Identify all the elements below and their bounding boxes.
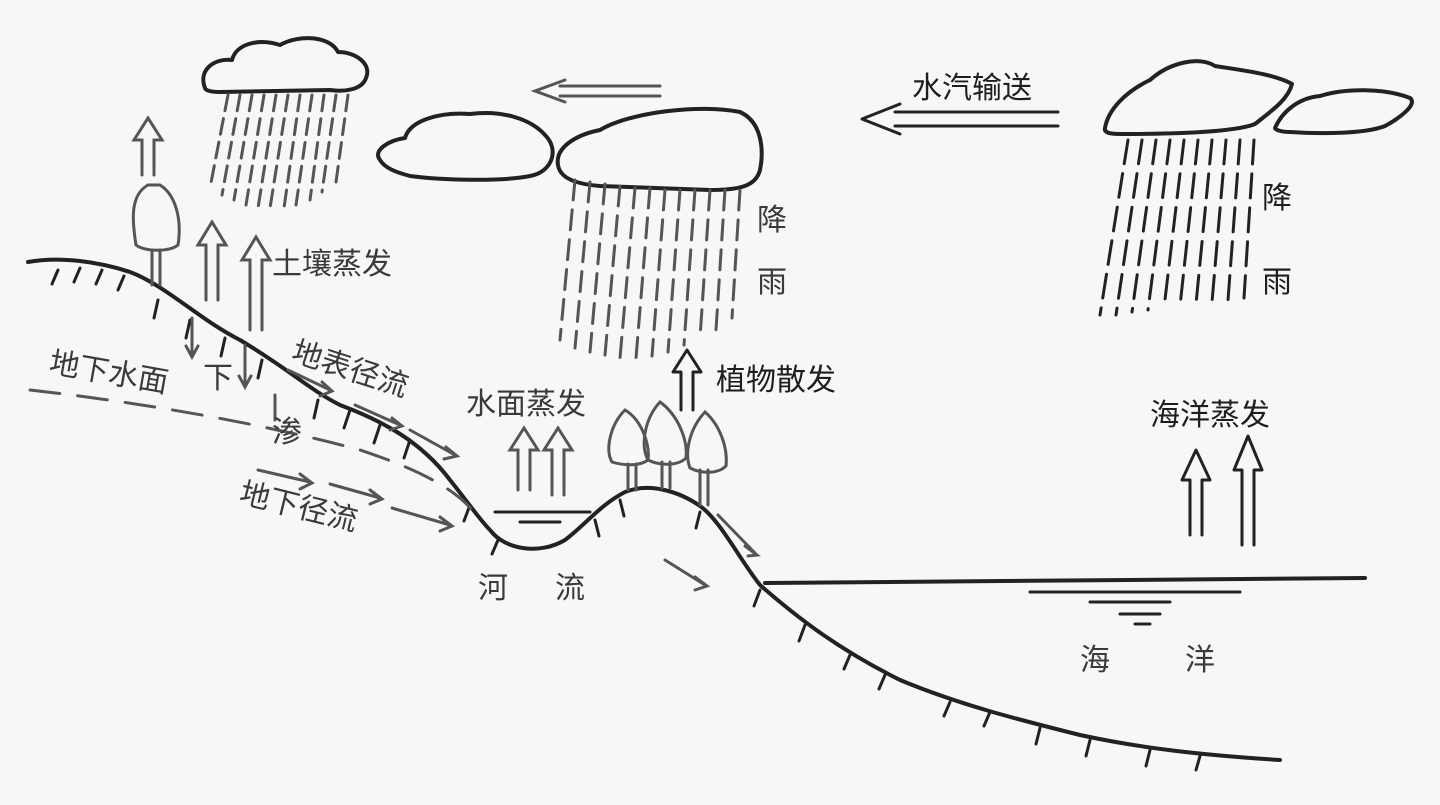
surface-runoff-arrows bbox=[286, 368, 761, 558]
up-arrow-icon-tree-left bbox=[131, 115, 165, 177]
up-arrow-icon-plant bbox=[671, 348, 703, 412]
label-groundwater-runoff: 地下径流 bbox=[236, 476, 361, 539]
label-groundwater-table: 地下水面 bbox=[47, 345, 171, 400]
cloud-icon-middle-small bbox=[376, 111, 555, 182]
label-rain-left-jiang: 降 bbox=[757, 203, 787, 238]
terrain-profile bbox=[26, 257, 1282, 772]
groundwater-runoff-arrows bbox=[256, 468, 711, 592]
tree-icon-left bbox=[131, 183, 181, 287]
label-rain-left-yu: 雨 bbox=[757, 265, 787, 300]
label-infiltration-xia: 下 bbox=[203, 361, 233, 396]
up-arrow-icon-water-2 bbox=[541, 425, 575, 497]
groundwater-table-line bbox=[28, 388, 482, 522]
up-arrow-icon-ocean-2 bbox=[1232, 434, 1264, 547]
label-ocean-yang: 洋 bbox=[1185, 643, 1215, 678]
label-ocean-evaporation: 海洋蒸发 bbox=[1150, 398, 1270, 433]
rain-icon-right bbox=[1098, 138, 1256, 317]
label-plant-transpiration: 植物散发 bbox=[716, 363, 836, 398]
rain-icon-middle bbox=[558, 178, 742, 360]
river-surface bbox=[493, 510, 592, 524]
up-arrow-icon-ocean-1 bbox=[1180, 448, 1212, 537]
cloud-icon-middle-large bbox=[555, 106, 764, 192]
label-soil-evaporation: 土壤蒸发 bbox=[272, 247, 392, 282]
label-river-liu: 流 bbox=[555, 571, 585, 606]
ocean-surface bbox=[763, 576, 1367, 626]
label-vapor-transport: 水汽输送 bbox=[912, 71, 1032, 106]
tree-icon-group bbox=[607, 400, 728, 507]
label-surface-runoff: 地表径流 bbox=[288, 334, 413, 404]
infiltration-arrows bbox=[184, 316, 277, 422]
label-infiltration-shen: 渗 bbox=[272, 415, 302, 450]
up-arrow-icon-soil-1 bbox=[195, 219, 229, 302]
label-rain-right-yu: 雨 bbox=[1262, 265, 1292, 300]
up-arrow-icon-water-1 bbox=[507, 425, 541, 492]
label-ocean-hai: 海 bbox=[1080, 643, 1110, 678]
label-rain-right-jiang: 降 bbox=[1262, 181, 1292, 216]
rain-icon-top-left bbox=[208, 93, 350, 210]
label-river-he: 河 bbox=[478, 571, 508, 606]
up-arrow-icon-soil-2 bbox=[239, 234, 273, 332]
left-arrow-icon-vapor bbox=[860, 102, 1060, 136]
cloud-icon-right bbox=[1102, 59, 1414, 136]
label-water-surface-evaporation: 水面蒸发 bbox=[466, 387, 586, 422]
cloud-icon-top-left bbox=[201, 36, 370, 94]
left-arrow-icon-small bbox=[530, 78, 662, 104]
